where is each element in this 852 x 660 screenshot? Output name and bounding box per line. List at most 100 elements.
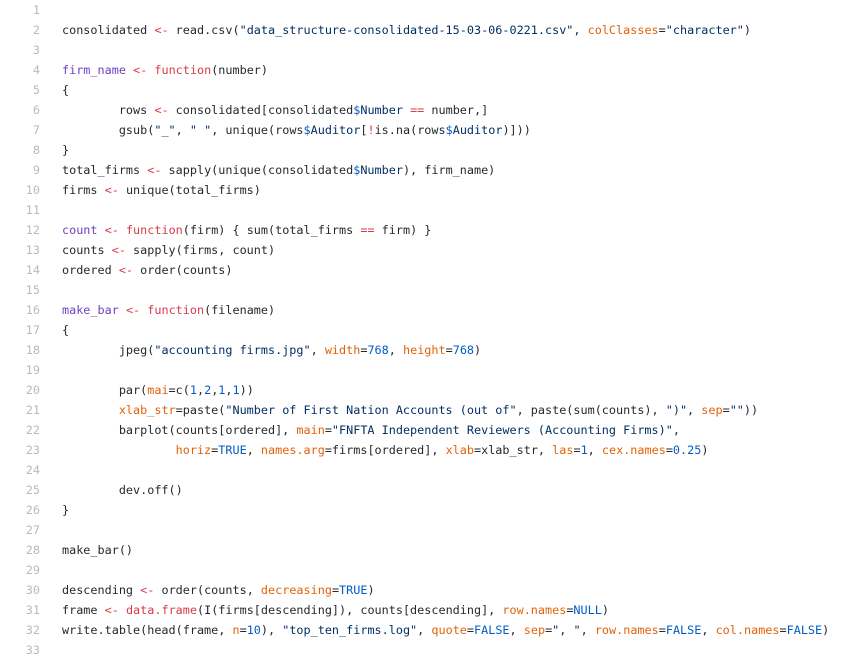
line-number[interactable]: 4 <box>32 63 40 77</box>
line-number[interactable]: 7 <box>32 123 40 137</box>
line-number[interactable]: 25 <box>25 483 40 497</box>
code-content: frame <- data.frame(I(firms[descending])… <box>40 600 609 620</box>
token-string: "Number of First Nation Accounts (out of… <box>225 403 517 417</box>
line-number[interactable]: 19 <box>25 363 40 377</box>
token-keyword-operator: <- <box>154 103 169 117</box>
token-keyword-operator: function <box>125 223 183 237</box>
line-number[interactable]: 1 <box>32 3 40 17</box>
code-content: } <box>40 140 69 160</box>
line-number[interactable]: 14 <box>25 263 40 277</box>
line-number[interactable]: 9 <box>32 163 40 177</box>
code-line: 33 <box>0 640 852 660</box>
token-plain-text: =c( <box>168 383 190 397</box>
line-number[interactable]: 20 <box>25 383 40 397</box>
code-content: total_firms <- sapply(unique(consolidate… <box>40 160 495 180</box>
line-number[interactable]: 8 <box>32 143 40 157</box>
token-plain-text: write.table(head(frame, <box>62 623 233 637</box>
token-plain-text: par( <box>62 383 148 397</box>
line-number[interactable]: 12 <box>25 223 40 237</box>
line-number[interactable]: 33 <box>25 643 40 657</box>
token-plain-text: , <box>701 623 716 637</box>
code-content: gsub("_", " ", unique(rows$Auditor[!is.n… <box>40 120 531 140</box>
token-plain-text: total_firms <box>62 163 148 177</box>
token-argument-name: mai <box>147 383 169 397</box>
line-number[interactable]: 11 <box>25 203 40 217</box>
token-plain-text: = <box>566 603 574 617</box>
line-number[interactable]: 18 <box>25 343 40 357</box>
token-argument-name: quote <box>431 623 467 637</box>
token-plain-text: ), <box>260 623 283 637</box>
token-string: "" <box>729 403 744 417</box>
token-number-constant: TRUE <box>339 583 368 597</box>
token-plain-text: { <box>62 83 70 97</box>
line-number[interactable]: 15 <box>25 283 40 297</box>
token-number-constant: FALSE <box>665 623 702 637</box>
line-number[interactable]: 16 <box>25 303 40 317</box>
code-content: } <box>40 500 69 520</box>
token-plain-text: , <box>417 623 432 637</box>
line-number[interactable]: 24 <box>25 463 40 477</box>
token-number-constant: 768 <box>367 343 389 357</box>
token-argument-name: n <box>232 623 240 637</box>
line-number[interactable]: 3 <box>32 43 40 57</box>
token-argument-name: sep <box>701 403 723 417</box>
token-function-definition-name: count <box>62 223 98 237</box>
code-content: firm_name <- function(number) <box>40 60 268 80</box>
token-plain-text: consolidated <box>62 23 155 37</box>
token-plain-text: ) <box>601 603 609 617</box>
token-plain-text: , paste(sum(counts), <box>516 403 666 417</box>
line-number[interactable]: 5 <box>32 83 40 97</box>
token-string: "top_ten_firms.log" <box>282 623 418 637</box>
token-plain-text: = <box>466 623 475 637</box>
line-number[interactable]: 10 <box>25 183 40 197</box>
line-number[interactable]: 13 <box>25 243 40 257</box>
token-argument-name: main <box>296 423 325 437</box>
line-number[interactable]: 2 <box>32 23 40 37</box>
token-argument-name: colClasses <box>587 23 659 37</box>
line-number[interactable]: 26 <box>25 503 40 517</box>
token-plain-text: , <box>687 403 702 417</box>
token-plain-text <box>62 443 176 457</box>
token-plain-text <box>119 603 126 617</box>
token-number-constant: FALSE <box>474 623 510 637</box>
line-number[interactable]: 27 <box>25 523 40 537</box>
token-plain-text: (firm) { sum(total_firms <box>182 223 361 237</box>
token-plain-text: = <box>658 623 666 637</box>
token-number-constant: 1 <box>232 383 240 397</box>
token-number-constant: 1 <box>189 383 197 397</box>
token-plain-text <box>403 103 410 117</box>
token-argument-name: cex.names <box>601 443 666 457</box>
token-keyword-operator: function <box>147 303 205 317</box>
token-keyword-operator: <- <box>140 583 155 597</box>
line-number[interactable]: 28 <box>25 543 40 557</box>
token-dollar-operator: $ <box>353 163 361 177</box>
code-line: 8} <box>0 140 852 160</box>
token-keyword-operator: <- <box>111 243 126 257</box>
line-number[interactable]: 23 <box>25 443 40 457</box>
token-plain-text: , <box>573 23 588 37</box>
token-plain-text: (I(firms[descending]), counts[descending… <box>196 603 503 617</box>
line-number[interactable]: 29 <box>25 563 40 577</box>
token-plain-text: firm) } <box>374 223 432 237</box>
line-number[interactable]: 32 <box>25 623 40 637</box>
line-number[interactable]: 31 <box>25 603 40 617</box>
code-content: rows <- consolidated[consolidated$Number… <box>40 100 488 120</box>
token-plain-text: ) <box>743 23 752 37</box>
token-number-constant: 1 <box>580 443 588 457</box>
line-number[interactable]: 22 <box>25 423 40 437</box>
line-number[interactable]: 6 <box>32 103 40 117</box>
token-plain-text: rows <box>62 103 155 117</box>
code-line: 1 <box>0 0 852 20</box>
line-number[interactable]: 30 <box>25 583 40 597</box>
token-dollar-property: Auditor <box>310 123 361 137</box>
line-number[interactable]: 17 <box>25 323 40 337</box>
line-number[interactable]: 21 <box>25 403 40 417</box>
code-content: { <box>40 80 69 100</box>
token-argument-name: sep <box>523 623 546 637</box>
code-content: barplot(counts[ordered], main="FNFTA Ind… <box>40 420 680 440</box>
token-plain-text: =paste( <box>175 403 226 417</box>
